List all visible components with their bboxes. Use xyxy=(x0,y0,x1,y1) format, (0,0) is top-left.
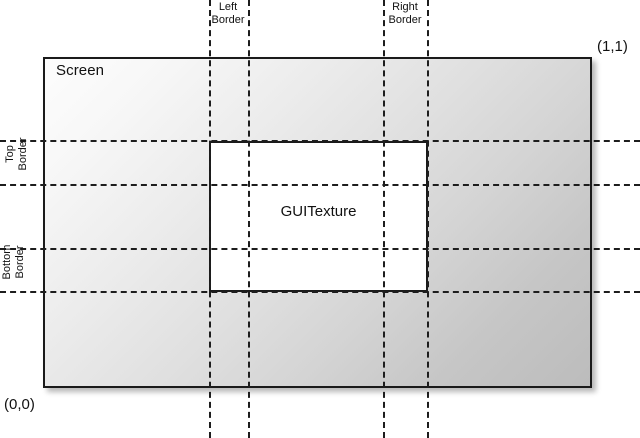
bottom-border-label-line2: Border xyxy=(14,245,26,279)
guide-line-top-border-outer xyxy=(0,140,640,142)
guide-line-right-border-outer xyxy=(427,0,429,438)
right-border-label: Right Border xyxy=(360,1,450,27)
screen-label: Screen xyxy=(56,62,105,79)
top-border-label-line2: Border xyxy=(17,137,29,171)
right-border-label-line1: Right xyxy=(392,1,418,13)
left-border-label-line2: Border xyxy=(211,14,245,26)
guide-line-bottom-border-inner xyxy=(0,248,640,250)
guide-line-left-border-inner xyxy=(248,0,250,438)
guitexture-rectangle xyxy=(209,141,428,292)
left-border-label-line1: Left xyxy=(218,1,238,13)
guide-line-top-border-inner xyxy=(0,184,640,186)
bottom-border-label-line1: Bottom xyxy=(1,244,13,280)
coordinate-bottom-left: (0,0) xyxy=(4,396,35,413)
guide-line-right-border-inner xyxy=(383,0,385,438)
right-border-label-line2: Border xyxy=(388,14,422,26)
left-border-label: Left Border xyxy=(183,1,273,27)
coordinate-top-right: (1,1) xyxy=(597,38,628,55)
guide-line-left-border-outer xyxy=(209,0,211,438)
top-border-label-line1: Top xyxy=(4,145,16,163)
guide-line-bottom-border-outer xyxy=(0,291,640,293)
guitexture-label: GUITexture xyxy=(280,203,357,220)
